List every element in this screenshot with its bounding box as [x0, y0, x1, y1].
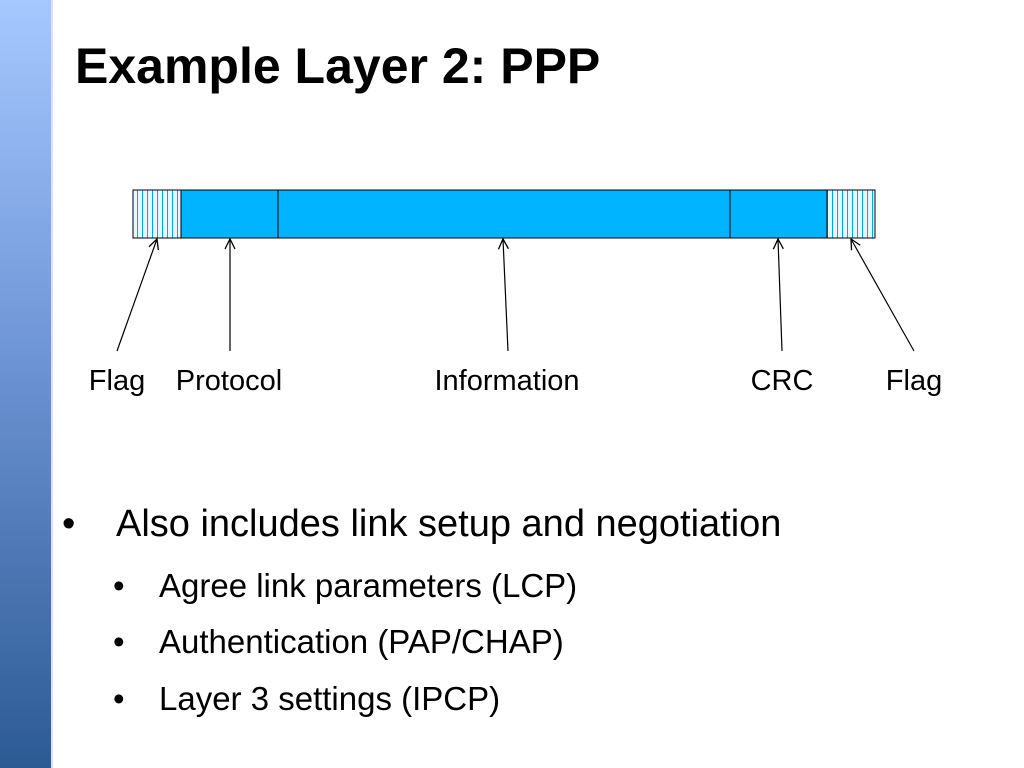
field-label-flag-start: Flag [89, 365, 145, 397]
pointer-arrow-crc [778, 239, 782, 352]
slide-side-bar-edge [51, 0, 53, 768]
pointer-arrow-flag-start [116, 239, 157, 352]
field-pointers [116, 239, 915, 352]
frame-field-information [277, 189, 731, 239]
bullet-dot: • [62, 503, 76, 545]
field-label-information: Information [434, 365, 579, 397]
sub-bullet-text: Layer 3 settings (IPCP) [159, 680, 501, 717]
frame-field-flag-end [826, 189, 876, 239]
slide-side-bar [0, 0, 51, 768]
frame-field-protocol [180, 189, 279, 239]
field-label-protocol: Protocol [176, 365, 282, 397]
sub-bullet-dot: • [113, 623, 125, 660]
sub-bullet-dot: • [113, 567, 125, 604]
pointer-arrow-flag-end [851, 239, 915, 352]
frame-bar [132, 189, 876, 239]
sub-bullet-dot: • [113, 680, 125, 717]
bullet-text: Also includes link setup and negotiation [116, 503, 782, 545]
sub-bullet-text: Agree link parameters (LCP) [159, 567, 578, 604]
field-labels: Flag Protocol Information CRC Flag [89, 365, 942, 397]
slide-title: Example Layer 2: PPP [75, 38, 601, 94]
sub-bullet-text: Authentication (PAP/CHAP) [159, 623, 564, 660]
field-label-crc: CRC [751, 365, 814, 397]
field-label-flag-end: Flag [886, 365, 942, 397]
frame-field-flag-start [132, 189, 182, 239]
pointer-arrow-information [503, 239, 508, 352]
